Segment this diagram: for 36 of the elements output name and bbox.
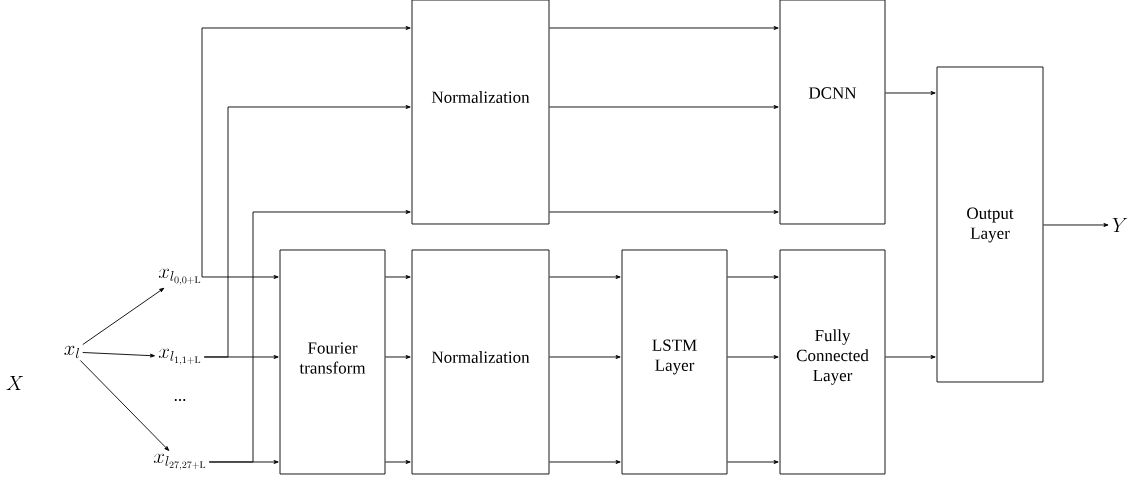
arrow [82,352,155,358]
arrow [549,275,621,279]
arrow [82,287,165,345]
arrow [385,355,411,359]
arrow [549,210,779,214]
ellipsis: ... [174,399,186,401]
arrow [549,355,621,359]
arrow [385,275,411,279]
process-box: DCNN [779,0,886,225]
arrow [549,105,779,109]
arrow [727,275,779,279]
arrow [203,105,411,358]
process-box: Normalization [411,249,550,475]
process-box: Fully Connected Layer [779,249,886,475]
arrow [208,210,411,463]
math-label: $x_{l_{27,27+\mathrm{L}}}$ [153,453,206,471]
arrow [385,460,411,464]
arrow [727,460,779,464]
process-box: Output Layer [936,66,1044,383]
process-box: Fourier transform [279,249,386,475]
arrow [201,26,411,278]
arrow [885,91,936,95]
arrow [1043,223,1109,227]
arrow [885,355,936,359]
math-label: $x_l$ [64,345,79,359]
math-label: $X$ [6,375,24,391]
math-label: $x_{l_{1,1+\mathrm{L}}}$ [158,348,201,366]
math-label: $Y$ [1112,217,1128,233]
process-box: LSTM Layer [621,249,728,475]
math-label: $x_{l_{0,0+\mathrm{L}}}$ [158,268,201,286]
arrow [79,360,170,451]
arrow [549,460,621,464]
arrow [203,275,279,279]
arrow [549,26,779,30]
arrow [727,355,779,359]
process-box: Normalization [411,0,550,225]
